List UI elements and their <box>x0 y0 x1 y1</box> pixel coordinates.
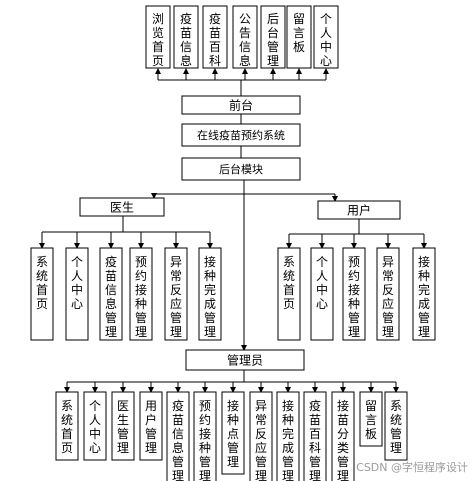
admin-module-10-label: 疫苗百科管理 <box>309 398 321 481</box>
admin-module-4: 用户管理 <box>139 391 163 461</box>
user-box: 用户 <box>317 200 401 220</box>
user-module-2-label: 个人中心 <box>316 255 328 311</box>
front-module-5: 后台管理 <box>260 5 286 69</box>
doctor-module-2: 个人中心 <box>65 247 89 341</box>
front-module-3: 疫苗百科 <box>202 5 228 69</box>
admin-module-2: 个人中心 <box>83 391 107 461</box>
admin-module-3-label: 医生管理 <box>117 399 129 455</box>
admin-module-7: 接种点管理 <box>221 391 245 475</box>
user-module-5: 接种完成管理 <box>412 247 436 341</box>
doctor-module-3: 疫苗信息管理 <box>99 247 123 341</box>
front-module-1: 浏览首页 <box>145 5 171 69</box>
doctor-module-4: 预约接种管理 <box>129 247 153 341</box>
front-box: 前台 <box>181 95 301 115</box>
doctor-box: 医生 <box>79 197 165 217</box>
user-module-1: 系统首页 <box>277 247 301 341</box>
front-module-4: 公告信息 <box>232 5 258 69</box>
system-box-label: 在线疫苗预约系统 <box>197 128 285 142</box>
doctor-module-6-label: 接种完成管理 <box>204 254 216 339</box>
admin-module-6: 预约接种管理 <box>193 391 217 481</box>
front-module-1-label: 浏览首页 <box>152 12 164 68</box>
user-module-5-label: 接种完成管理 <box>418 254 430 339</box>
front-box-label: 前台 <box>229 97 253 112</box>
front-module-6-label: 留言板 <box>293 12 305 54</box>
user-module-1-label: 系统首页 <box>283 255 295 311</box>
admin-module-7-label: 接种点管理 <box>227 398 239 469</box>
user-module-4: 异常反应管理 <box>376 247 400 341</box>
admin-module-10: 疫苗百科管理 <box>303 391 327 481</box>
doctor-module-4-label: 预约接种管理 <box>135 255 147 339</box>
front-module-4-label: 公告信息 <box>239 12 251 68</box>
backend-box: 后台模块 <box>181 157 301 181</box>
watermark: CSDN @字恒程序设计 <box>356 461 468 474</box>
doctor-module-5: 异常反应管理 <box>164 247 188 341</box>
system-box: 在线疫苗预约系统 <box>181 123 301 147</box>
admin-module-13-label: 系统管理 <box>390 399 402 455</box>
admin-module-11: 接苗分类管理 <box>331 391 355 481</box>
admin-module-13: 系统管理 <box>384 391 408 461</box>
front-module-5-label: 后台管理 <box>267 12 279 68</box>
front-module-7-label: 个人中心 <box>320 12 332 68</box>
front-module-2-label: 疫苗信息 <box>180 11 192 68</box>
admin-module-2-label: 个人中心 <box>89 399 101 455</box>
doctor-module-3-label: 疫苗信息管理 <box>105 254 117 339</box>
admin-module-8: 异常反应管理 <box>249 391 273 481</box>
admin-module-4-label: 用户管理 <box>145 399 157 455</box>
user-module-2: 个人中心 <box>310 247 334 341</box>
admin-module-12-label: 留言板 <box>365 399 377 441</box>
admin-module-6-label: 预约接种管理 <box>199 399 211 481</box>
user-module-3-label: 预约接种管理 <box>348 255 360 339</box>
front-module-2: 疫苗信息 <box>173 5 199 69</box>
admin-module-5: 疫苗信息管理 <box>166 391 190 481</box>
doctor-module-5-label: 异常反应管理 <box>170 255 182 339</box>
doctor-module-6: 接种完成管理 <box>198 247 222 341</box>
front-module-3-label: 疫苗百科 <box>209 11 221 68</box>
backend-box-label: 后台模块 <box>219 162 263 176</box>
admin-module-8-label: 异常反应管理 <box>255 399 267 481</box>
doctor-module-2-label: 个人中心 <box>71 255 83 311</box>
front-module-6: 留言板 <box>286 5 312 69</box>
admin-module-9: 接种完成管理 <box>276 391 300 481</box>
doctor-box-label: 医生 <box>110 200 134 214</box>
front-module-7: 个人中心 <box>313 5 339 69</box>
doctor-module-1-label: 系统首页 <box>36 255 48 311</box>
admin-box-label: 管理员 <box>227 352 263 367</box>
admin-box: 管理员 <box>185 349 305 371</box>
admin-module-12: 留言板 <box>359 391 383 447</box>
admin-module-1: 系统首页 <box>55 391 79 461</box>
user-module-4-label: 异常反应管理 <box>382 255 394 339</box>
user-module-3: 预约接种管理 <box>342 247 366 341</box>
admin-module-11-label: 接苗分类管理 <box>337 398 349 481</box>
doctor-module-1: 系统首页 <box>30 247 54 341</box>
admin-module-3: 医生管理 <box>111 391 135 461</box>
admin-module-9-label: 接种完成管理 <box>282 398 294 481</box>
admin-module-5-label: 疫苗信息管理 <box>172 398 184 481</box>
user-box-label: 用户 <box>347 202 371 217</box>
admin-module-1-label: 系统首页 <box>61 399 73 455</box>
